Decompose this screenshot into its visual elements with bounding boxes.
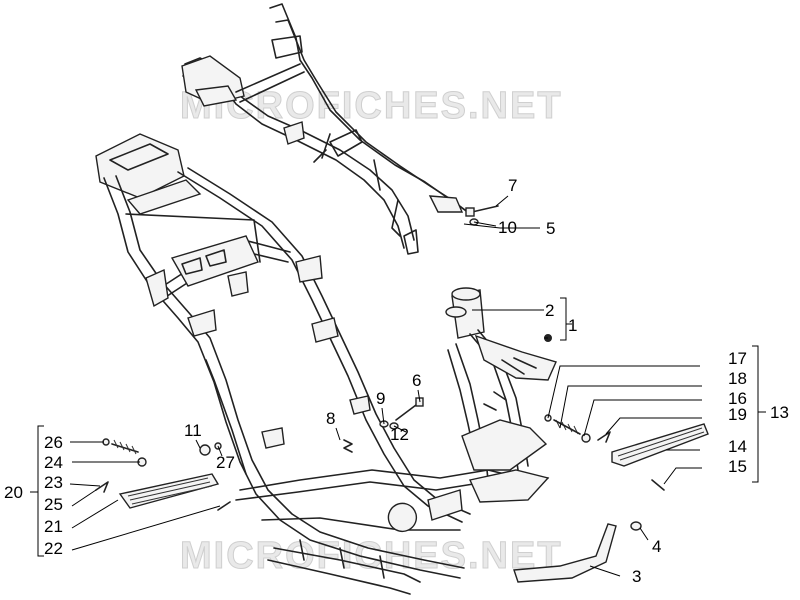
label-19: 19: [728, 405, 747, 424]
label-23: 23: [44, 473, 63, 492]
label-10: 10: [498, 218, 517, 237]
label-3: 3: [632, 567, 641, 586]
leader-lines: [30, 195, 766, 577]
label-16: 16: [728, 389, 747, 408]
rear-subframe: [181, 3, 471, 255]
small-parts: [95, 205, 709, 583]
label-26: 26: [44, 433, 63, 452]
label-7: 7: [508, 176, 517, 195]
label-5: 5: [546, 219, 555, 238]
main-frame: [95, 133, 557, 595]
label-17: 17: [728, 349, 747, 368]
label-20: 20: [4, 483, 23, 502]
label-21: 21: [44, 517, 63, 536]
label-15: 15: [728, 457, 747, 476]
label-4: 4: [652, 537, 661, 556]
label-13: 13: [770, 403, 789, 422]
label-22: 22: [44, 539, 63, 558]
label-8: 8: [326, 409, 335, 428]
label-12: 12: [390, 425, 409, 444]
label-9: 9: [376, 389, 385, 408]
label-2: 2: [545, 301, 554, 320]
callout-labels: 2 1 7 10 5 6 9 12 8 11 27 17 18 16 19 13…: [4, 176, 789, 586]
label-25: 25: [44, 495, 63, 514]
watermark-bottom: MICROFICHES.NET: [180, 535, 563, 577]
label-14: 14: [728, 437, 747, 456]
label-6: 6: [412, 371, 421, 390]
label-27: 27: [216, 453, 235, 472]
label-11: 11: [184, 421, 202, 440]
label-1: 1: [568, 316, 577, 335]
label-24: 24: [44, 453, 63, 472]
label-18: 18: [728, 369, 747, 388]
